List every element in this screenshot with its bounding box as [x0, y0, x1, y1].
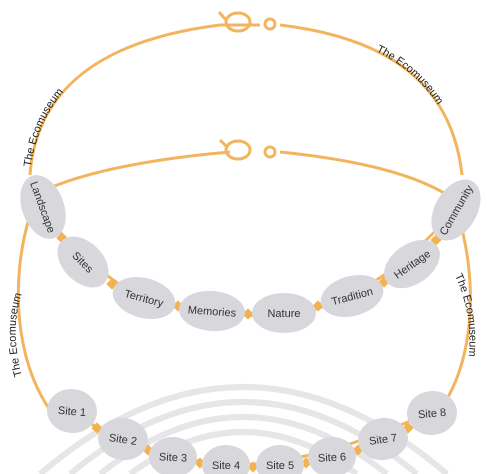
bead-label: Site 3 [159, 451, 188, 464]
bead-label: Site 5 [266, 460, 294, 472]
lower-wire [16, 150, 472, 411]
bead-site-6: Site 6 [308, 436, 356, 474]
upper-clasp-icon [217, 11, 277, 33]
bead-territory: Territory [112, 276, 176, 320]
lower-beads: Site 1 Site 2 Site 3 Site 4 Site 5 Site … [47, 388, 457, 474]
upper-beads: Landscape Sites Territory Memories Natur… [20, 175, 481, 333]
bead-label: Site 2 [108, 432, 138, 448]
spacer-bead [242, 308, 254, 320]
bead-memories: Memories [179, 290, 245, 332]
bead-label: Site 7 [368, 432, 398, 448]
bead-site-1: Site 1 [47, 388, 97, 434]
bead-site-5: Site 5 [256, 445, 304, 474]
upper-left-label: The Ecomuseum [22, 86, 66, 167]
bead-site-3: Site 3 [149, 436, 197, 474]
upper-right-label: The Ecomuseum [375, 43, 446, 107]
bead-site-4: Site 4 [202, 445, 250, 474]
bead-site-7: Site 7 [358, 417, 408, 461]
bead-site-8: Site 8 [407, 390, 457, 436]
bead-label: Site 4 [212, 460, 240, 472]
bead-heritage: Heritage [384, 239, 440, 289]
bead-nature: Nature [252, 293, 316, 333]
bead-label: Site 8 [418, 407, 447, 421]
bead-label: Site 1 [57, 405, 86, 419]
bead-landscape: Landscape [20, 175, 66, 239]
bead-label: Memories [187, 304, 237, 319]
spacer-bead [247, 461, 259, 473]
bead-tradition: Tradition [320, 274, 384, 318]
bead-site-2: Site 2 [98, 417, 148, 461]
lower-clasp-icon [218, 138, 277, 161]
bead-sites: Sites [57, 236, 109, 288]
upper-wire [28, 23, 464, 176]
bead-label: Nature [267, 308, 300, 320]
bead-label: Site 6 [318, 451, 347, 464]
